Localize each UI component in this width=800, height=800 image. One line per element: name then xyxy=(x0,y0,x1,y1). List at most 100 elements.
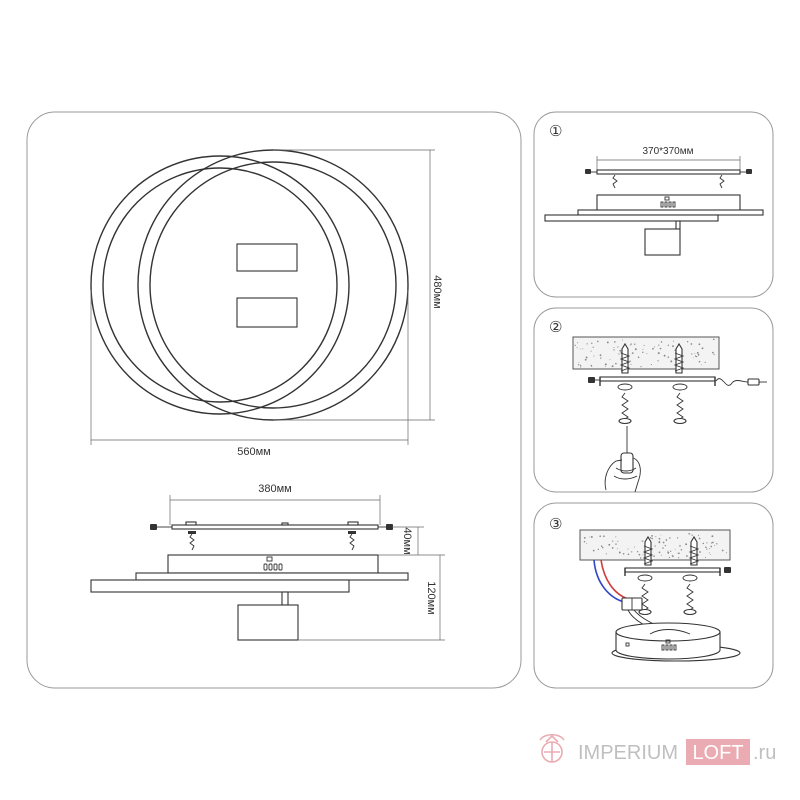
texture-dot xyxy=(631,352,634,355)
texture-dot xyxy=(582,348,584,350)
anchor-body xyxy=(644,535,652,566)
screw-thread xyxy=(189,533,195,551)
texture-dot xyxy=(634,348,637,351)
texture-dot xyxy=(636,551,639,553)
texture-dot xyxy=(686,555,688,557)
texture-dot xyxy=(721,549,724,552)
step-1-screw-right xyxy=(746,169,752,174)
step-2-screwdriver-hand xyxy=(604,426,641,493)
texture-dot xyxy=(646,353,648,354)
connector-plug xyxy=(747,378,760,386)
top-view xyxy=(90,149,409,421)
terminal-slot xyxy=(273,563,278,571)
canopy-terminal-slot xyxy=(669,644,673,651)
texture-dot xyxy=(590,350,592,352)
anchor-ribs xyxy=(619,352,631,372)
texture-dot xyxy=(583,537,586,539)
texture-dot xyxy=(590,536,593,538)
logo-icon-crown xyxy=(539,733,565,762)
texture-dot xyxy=(579,348,581,350)
texture-dot xyxy=(601,546,604,549)
texture-dot xyxy=(609,359,611,361)
canopy xyxy=(167,554,379,574)
texture-dot xyxy=(637,356,640,359)
terminal-slot xyxy=(278,563,283,571)
texture-dot xyxy=(618,551,621,554)
texture-dot xyxy=(577,364,580,366)
blue-wire xyxy=(593,559,625,603)
dimension-width: 560мм xyxy=(90,290,409,458)
screw-head xyxy=(638,608,652,616)
step-2-number: ② xyxy=(549,318,562,336)
texture-dot xyxy=(691,353,693,355)
screw-head xyxy=(618,417,632,425)
texture-dot xyxy=(677,552,679,554)
connector-wire xyxy=(715,378,749,386)
texture-dot xyxy=(679,545,681,547)
texture-dot xyxy=(592,549,595,552)
logo-text-loft: LOFT xyxy=(692,742,743,764)
terminal-slot xyxy=(263,563,268,571)
step-2-screw-right xyxy=(673,392,687,425)
texture-dot xyxy=(633,343,636,345)
canopy-height-label: 40мм xyxy=(401,527,413,554)
step-3-washer-left xyxy=(637,574,653,582)
texture-dot xyxy=(615,536,617,538)
logo-loft-badge xyxy=(686,739,750,765)
texture-dot xyxy=(591,342,593,344)
step-2-bracket xyxy=(599,376,716,382)
texture-dot xyxy=(651,537,654,540)
step-1-terminal-slot xyxy=(668,201,672,208)
ground-symbol xyxy=(266,556,273,562)
texture-dot xyxy=(658,551,661,554)
step-1-number: ① xyxy=(549,122,562,140)
hand-icon xyxy=(604,457,641,493)
texture-dot xyxy=(616,548,618,550)
step-2-panel: ② xyxy=(533,307,774,493)
texture-dot xyxy=(698,537,701,540)
texture-dot xyxy=(695,355,698,358)
texture-dot xyxy=(638,553,641,556)
texture-dot xyxy=(696,351,699,354)
height-label: 480мм xyxy=(431,275,443,308)
texture-dot xyxy=(676,537,679,539)
step-1-terminal-slot xyxy=(664,201,668,208)
texture-dot xyxy=(642,348,644,350)
step-1-driver-cylinder xyxy=(644,228,681,256)
texture-dot xyxy=(712,338,715,341)
step-3-bracket-screw xyxy=(724,567,731,573)
texture-dot xyxy=(677,557,680,559)
texture-dot xyxy=(700,364,702,366)
texture-dot xyxy=(726,552,727,554)
texture-dot xyxy=(655,536,657,538)
step-1-terminal-slot xyxy=(660,201,664,208)
texture-dot xyxy=(710,542,713,544)
texture-dot xyxy=(622,339,623,341)
driver-cylinder xyxy=(237,604,299,641)
total-height-label: 120мм xyxy=(425,581,437,614)
texture-dot xyxy=(663,354,666,357)
step-2-ceiling-texture xyxy=(574,338,715,368)
texture-dot xyxy=(674,548,676,550)
texture-dot xyxy=(606,341,609,344)
texture-dot xyxy=(612,540,614,542)
texture-dot xyxy=(698,343,701,346)
step-3-washer-right xyxy=(682,574,698,582)
texture-dot xyxy=(667,550,669,552)
texture-dot xyxy=(597,340,599,343)
texture-dot xyxy=(698,360,701,363)
texture-dot xyxy=(662,541,665,544)
texture-dot xyxy=(657,360,659,362)
step-3-screw-left xyxy=(638,583,652,616)
step-2-washer-left xyxy=(617,383,633,391)
texture-dot xyxy=(600,357,602,359)
texture-dot xyxy=(658,540,660,542)
texture-dot xyxy=(643,344,645,346)
texture-dot xyxy=(697,354,700,356)
texture-dot xyxy=(701,347,704,350)
anchor-ribs xyxy=(673,352,685,372)
texture-dot xyxy=(577,342,579,344)
texture-dot xyxy=(608,543,611,546)
step-3-ceiling-texture xyxy=(583,533,727,559)
